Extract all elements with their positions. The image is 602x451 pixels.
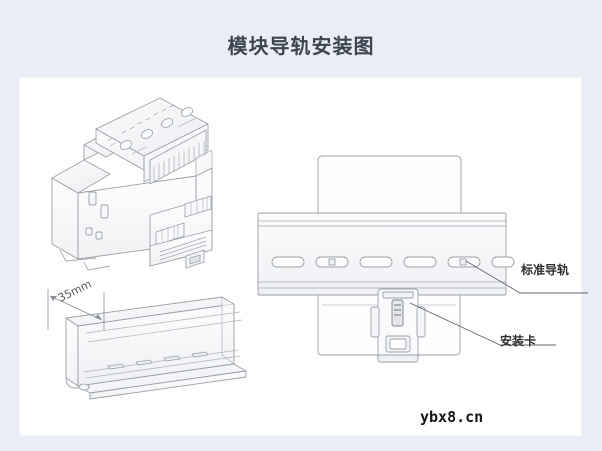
callout-label-standard-rail: 标准导轨 — [521, 263, 570, 277]
page-title: 模块导轨安装图 — [227, 34, 375, 58]
callout-label-mounting-clip: 安装卡 — [500, 334, 537, 348]
site-watermark: ybx8.cn — [420, 408, 484, 426]
diagram-card — [20, 78, 581, 435]
